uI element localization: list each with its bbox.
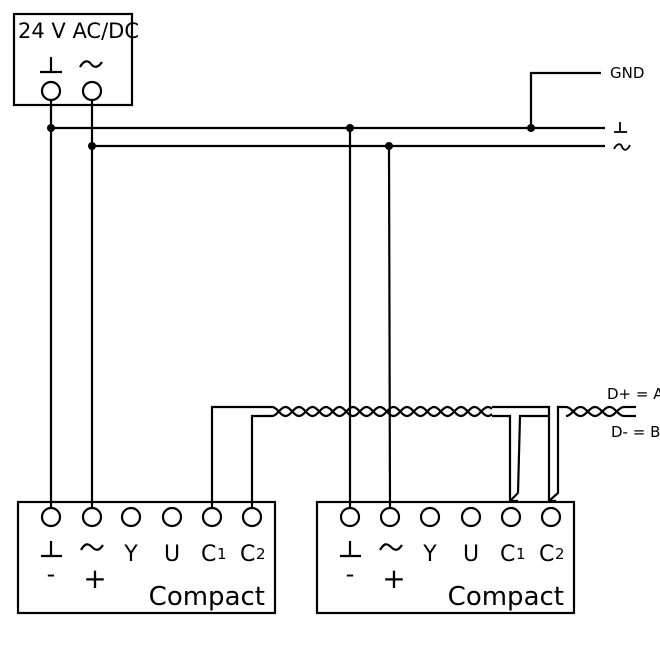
power-drops bbox=[49, 100, 392, 508]
device-compact-1: Y U C 1 C 2 - + Compact bbox=[16, 500, 277, 615]
power-supply: 24 V AC/DC bbox=[12, 12, 139, 107]
ground-symbol-icon bbox=[40, 57, 62, 74]
bus-rails: GND bbox=[47, 64, 644, 151]
ground-symbol-icon bbox=[340, 541, 361, 558]
comm-wire-d-plus-right bbox=[492, 405, 556, 503]
gnd-label: GND bbox=[610, 64, 644, 82]
device-box bbox=[315, 500, 576, 615]
ac-tilde-icon bbox=[80, 543, 104, 551]
polarity-minus: - bbox=[346, 560, 355, 588]
device-box bbox=[16, 500, 277, 615]
terminal-y bbox=[419, 506, 441, 528]
d-plus-label: D+ = A bbox=[607, 385, 660, 403]
polarity-minus: - bbox=[47, 560, 56, 588]
terminal-label-sub: 2 bbox=[256, 545, 266, 563]
terminal-u bbox=[161, 506, 183, 528]
power-supply-label: 24 V AC/DC bbox=[18, 19, 139, 43]
twisted-pair-segment bbox=[565, 405, 625, 418]
terminal-label: C bbox=[500, 542, 515, 567]
terminal-label: U bbox=[463, 542, 479, 567]
terminal-label-sub: 1 bbox=[516, 545, 526, 563]
ground-symbol-icon bbox=[41, 541, 62, 558]
comm-bus: D+ = A D- = B bbox=[210, 385, 660, 507]
terminal-label: C bbox=[240, 542, 255, 567]
comm-wire-d-minus-right bbox=[492, 414, 518, 503]
d-minus-label: D- = B bbox=[611, 423, 660, 441]
junction-dot bbox=[527, 124, 535, 132]
terminal-c1 bbox=[500, 506, 522, 528]
terminal-ground bbox=[339, 506, 361, 528]
terminal-label: C bbox=[539, 542, 554, 567]
ac-tilde-icon bbox=[79, 60, 103, 68]
polarity-plus: + bbox=[382, 562, 405, 595]
terminal-c2 bbox=[241, 506, 263, 528]
terminal-c1 bbox=[201, 506, 223, 528]
terminal-label: Y bbox=[123, 542, 138, 567]
device-name: Compact bbox=[149, 582, 265, 612]
terminal-label-sub: 1 bbox=[217, 545, 227, 563]
terminal-ac bbox=[81, 506, 103, 528]
terminal-label: U bbox=[164, 542, 180, 567]
comm-wire-d-minus bbox=[250, 414, 272, 507]
comm-wire-d-plus bbox=[210, 405, 272, 507]
polarity-plus: + bbox=[83, 562, 106, 595]
power-terminal-ac bbox=[81, 80, 103, 102]
terminal-c2 bbox=[540, 506, 562, 528]
device-name: Compact bbox=[448, 582, 564, 612]
terminal-label: Y bbox=[422, 542, 437, 567]
power-supply-box bbox=[12, 12, 134, 107]
terminal-label-sub: 2 bbox=[555, 545, 565, 563]
terminal-u bbox=[460, 506, 482, 528]
twisted-pair-segment bbox=[271, 405, 493, 418]
terminal-ground bbox=[40, 506, 62, 528]
terminal-y bbox=[120, 506, 142, 528]
ac-tilde-icon bbox=[613, 143, 631, 151]
terminal-ac bbox=[379, 506, 401, 528]
power-terminal-ground bbox=[40, 80, 62, 102]
ground-symbol-icon bbox=[614, 122, 627, 133]
ac-tilde-icon bbox=[379, 543, 403, 551]
terminal-label: C bbox=[201, 542, 216, 567]
device-compact-2: Y U C 1 C 2 - + Compact bbox=[315, 500, 576, 615]
gnd-wire bbox=[529, 71, 601, 128]
